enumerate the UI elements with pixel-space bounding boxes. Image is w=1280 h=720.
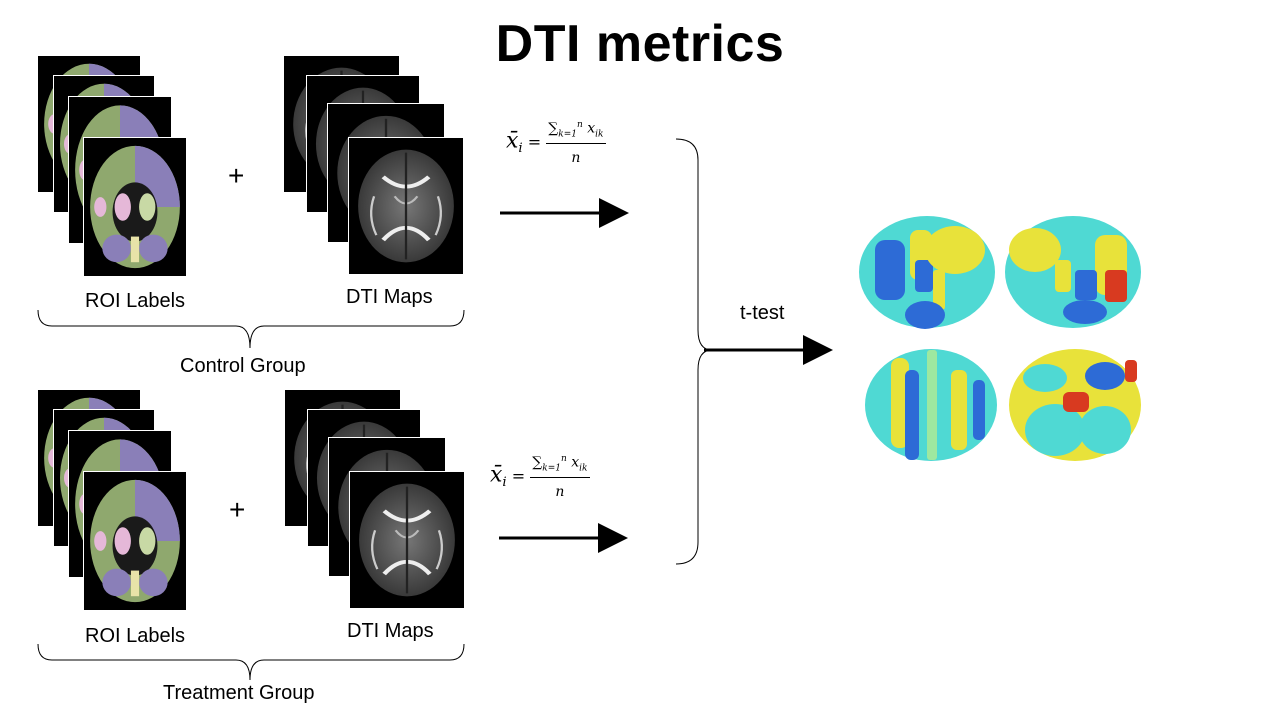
dti-map-slice [349,471,465,609]
brain-superior-view [865,349,997,461]
dti-map-slice [348,137,464,275]
plus-sign: + [228,160,245,191]
control-mean-equation: x̄i = ∑k=1n xik n [506,120,606,167]
roi-labels-caption: ROI Labels [85,290,186,312]
control-group-label: Control Group [180,355,306,377]
treatment-group-label: Treatment Group [163,682,315,704]
dti-maps-caption: DTI Maps [347,620,434,642]
roi-label-slice [83,471,187,611]
roi-label-slice [83,137,187,277]
roi-labels-caption: ROI Labels [85,625,186,647]
brain-statistical-map [859,216,1141,461]
treatment-group-brace [37,643,465,681]
dti-maps-caption: DTI Maps [346,286,433,308]
control-group-brace [37,309,465,349]
brain-lateral-left-view [859,216,995,329]
t-test-label: t-test [740,302,785,324]
treatment-mean-equation: x̄i = ∑k=1n xik n [490,454,590,501]
brain-inferior-view [1009,349,1141,461]
brain-lateral-right-view [1005,216,1141,328]
page-title: DTI metrics [495,15,785,73]
plus-sign: + [229,494,246,525]
